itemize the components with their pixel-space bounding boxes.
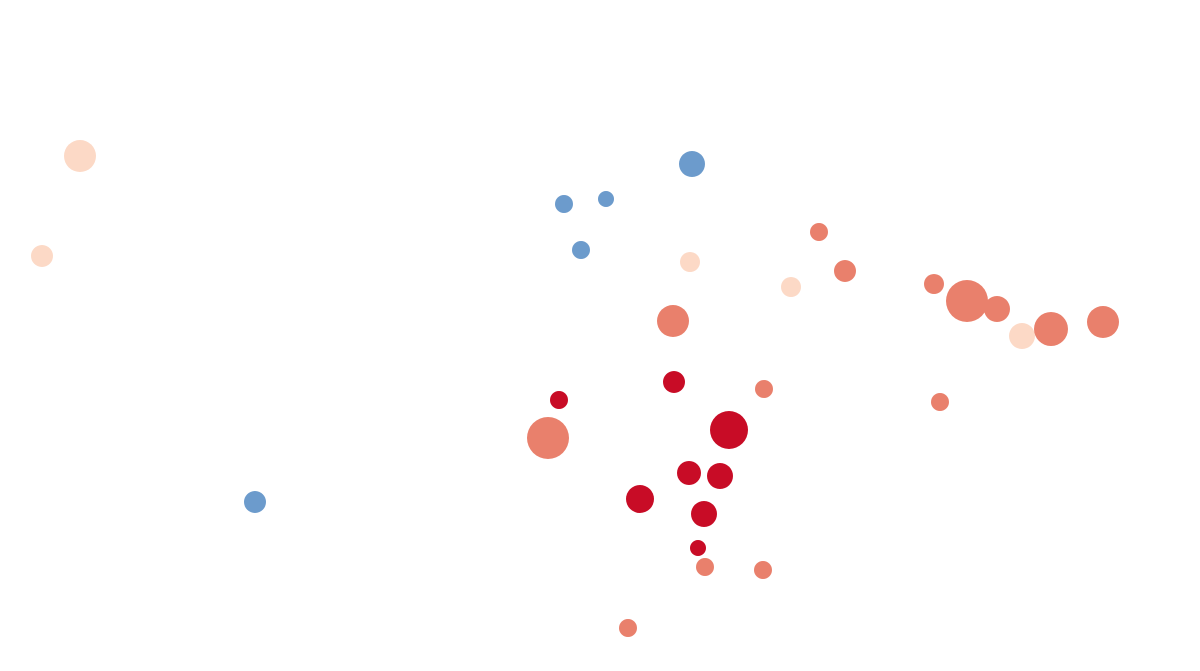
scatter-point-red-1 — [550, 391, 568, 409]
scatter-point-salmon-1 — [834, 260, 856, 282]
scatter-point-salmon-11 — [696, 558, 714, 576]
scatter-point-salmon-8 — [755, 380, 773, 398]
scatter-point-red-2 — [710, 411, 748, 449]
scatter-point-salmon-12 — [754, 561, 772, 579]
scatter-point-pale-4 — [1009, 323, 1035, 349]
scatter-point-blue-4 — [244, 491, 266, 513]
scatter-point-salmon-3 — [946, 280, 988, 322]
scatter-point-pale-1 — [31, 245, 53, 267]
scatter-point-red-5 — [626, 485, 654, 513]
scatter-point-salmon-2 — [924, 274, 944, 294]
scatter-point-salmon-10 — [527, 417, 569, 459]
scatter-point-salmon-7 — [657, 305, 689, 337]
scatter-point-blue-1 — [555, 195, 573, 213]
scatter-point-salmon-5 — [1034, 312, 1068, 346]
scatter-point-salmon-4 — [984, 296, 1010, 322]
scatter-point-pale-0 — [64, 140, 96, 172]
scatter-point-salmon-13 — [619, 619, 637, 637]
scatter-point-pale-2 — [680, 252, 700, 272]
scatter-point-blue-2 — [598, 191, 614, 207]
scatter-point-red-4 — [707, 463, 733, 489]
scatter-point-red-3 — [677, 461, 701, 485]
scatter-point-salmon-9 — [931, 393, 949, 411]
scatter-point-blue-0 — [679, 151, 705, 177]
points-layer — [31, 140, 1119, 637]
scatter-point-salmon-6 — [1087, 306, 1119, 338]
scatter-point-red-6 — [691, 501, 717, 527]
scatter-point-red-0 — [663, 371, 685, 393]
scatter-point-salmon-0 — [810, 223, 828, 241]
scatter-point-red-7 — [690, 540, 706, 556]
scatter-point-pale-3 — [781, 277, 801, 297]
scatter-point-blue-3 — [572, 241, 590, 259]
